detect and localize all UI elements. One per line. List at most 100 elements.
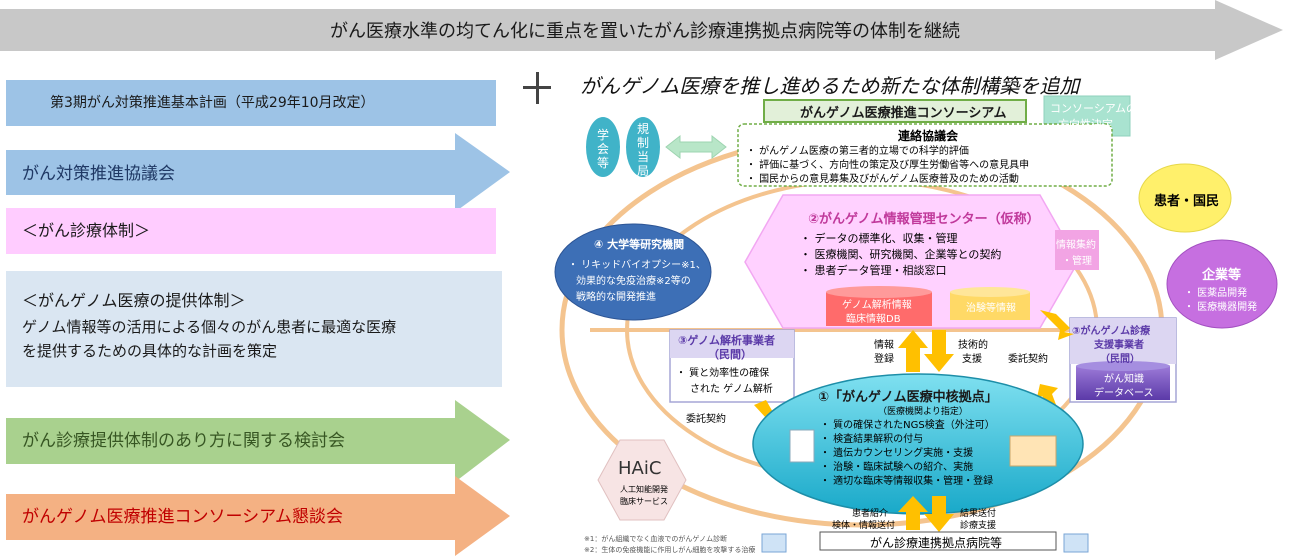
academia-char-3: 等 bbox=[597, 156, 610, 170]
regulator-circle bbox=[626, 117, 660, 177]
plus-title: がんゲノム医療を推し進めるため新たな体制構築を追加 bbox=[580, 74, 1080, 98]
hub-item-5: ・ 適切な臨床等情報収集・管理・登録 bbox=[820, 476, 994, 487]
analysis-title-2: （民間） bbox=[708, 348, 752, 361]
care-system-label: ＜がん診療体制＞ bbox=[22, 221, 151, 240]
patients-label: 患者・国民 bbox=[1154, 194, 1220, 209]
knowledge-db-cylinder bbox=[1076, 366, 1170, 400]
hub-title: ①「がんゲノム医療中核拠点」 bbox=[818, 390, 998, 405]
regulator-liaison-arrow bbox=[665, 134, 727, 160]
company-item-1: ・ 医薬品開発 bbox=[1184, 288, 1248, 299]
liaison-item-3: ・ 国民からの意見募集及びがんゲノム医療普及のための活動 bbox=[746, 174, 1019, 185]
note-2: ※2：生体の免疫機能に作用しがん細胞を攻撃する治療 bbox=[584, 546, 756, 554]
doctor-icon bbox=[789, 429, 815, 463]
info-collect-line-2: ・管理 bbox=[1062, 256, 1092, 267]
hospital-icon-right bbox=[1063, 533, 1089, 553]
university-title: ④ 大学等研究機関 bbox=[594, 238, 685, 251]
analysis-title-bg bbox=[670, 330, 794, 358]
tech-support-2: 支援 bbox=[962, 354, 982, 365]
direction-line-2: 方向性決定 bbox=[1058, 118, 1113, 131]
analysis-title-1: ③ゲノム解析事業者 bbox=[678, 334, 775, 347]
genome-plan-box bbox=[6, 271, 502, 387]
hub-item-1: ・ 質の確保されたNGS検査（外注可） bbox=[820, 420, 995, 431]
outsource-label-right: 委託契約 bbox=[1008, 354, 1048, 365]
result-2: 診療支援 bbox=[960, 521, 997, 531]
consortium-title: がんゲノム医療推進コンソーシアム bbox=[800, 106, 1007, 121]
haic-sub-1: 人工知能開発 bbox=[620, 485, 668, 494]
hospital-icon-left bbox=[761, 533, 787, 553]
academia-char-1: 学 bbox=[597, 128, 610, 142]
university-item-3: 戦略的な開発推進 bbox=[576, 292, 656, 303]
patients-circle bbox=[1138, 163, 1232, 233]
info-collect-box bbox=[1055, 230, 1099, 270]
genome-plan-body-1: ゲノム情報等の活用による個々のがん患者に最適な医療 bbox=[22, 318, 397, 336]
analysis-item-2: された ゲノム解析 bbox=[690, 384, 773, 395]
plus-sign-v bbox=[536, 72, 539, 104]
hub-item-3: ・ 遺伝カウンセリング実施・支援 bbox=[820, 448, 974, 459]
company-circle bbox=[1166, 239, 1278, 329]
regulator-char-1: 規 bbox=[637, 122, 650, 136]
regulator-char-3: 当 bbox=[637, 150, 650, 164]
council-arrow bbox=[6, 133, 510, 212]
info-reg-arrow-up bbox=[898, 330, 928, 372]
knowledge-db-line-1: がん知識 bbox=[1104, 374, 1144, 385]
db-genome-top bbox=[826, 286, 932, 298]
university-ellipse bbox=[554, 223, 712, 321]
info-reg-1: 情報 bbox=[874, 340, 894, 351]
regulator-char-4: 局 bbox=[637, 164, 650, 178]
note-1: ※1：がん組織でなく血液でのがんゲノム診断 bbox=[584, 535, 728, 543]
consortium-title-box bbox=[763, 99, 1027, 123]
analysis-item-1: ・ 質と効率性の確保 bbox=[676, 368, 770, 379]
db-trial-top bbox=[950, 287, 1030, 297]
liaison-item-2: ・ 評価に基づく、方向性の策定及び厚生労働省等への意見具申 bbox=[746, 160, 1030, 171]
knowledge-db-line-2: データベース bbox=[1094, 388, 1154, 399]
center-title: ②がんゲノム情報管理センター（仮称） bbox=[808, 212, 1040, 227]
haic-title: HAiC bbox=[618, 458, 662, 479]
db-trial-label: 治験等情報 bbox=[966, 303, 1016, 314]
diag-support-title-3: （民間） bbox=[1100, 354, 1140, 365]
hub-subtitle: （医療機関より指定） bbox=[878, 407, 968, 417]
liaison-title: 連絡協議会 bbox=[898, 129, 959, 143]
genome-plan-heading: ＜がんゲノム医療の提供体制＞ bbox=[22, 291, 246, 310]
consortium-talk-label: がんゲノム医療推進コンソーシアム懇談会 bbox=[22, 507, 343, 527]
consortium-talk-arrow bbox=[6, 476, 510, 556]
liaison-item-1: ・ がんゲノム医療の第三者的立場での科学的評価 bbox=[746, 146, 969, 157]
base-hospitals-label: がん診療連携拠点病院等 bbox=[870, 536, 1003, 550]
info-collect-line-1: 情報集約 bbox=[1056, 240, 1096, 251]
center-to-support-arrow bbox=[1040, 310, 1074, 340]
care-system-box bbox=[6, 208, 496, 254]
university-item-2: 効果的な免疫治療※2等の bbox=[576, 276, 691, 287]
center-item-2: ・ 医療機関、研究機関、企業等との契約 bbox=[800, 248, 1002, 261]
referral-arrow-up bbox=[898, 496, 928, 530]
diag-support-title-bg bbox=[1070, 318, 1176, 364]
outsource-label-left: 委託契約 bbox=[686, 414, 726, 425]
result-1: 結果送付 bbox=[960, 509, 997, 519]
company-title: 企業等 bbox=[1202, 268, 1242, 283]
referral-1: 患者紹介 bbox=[852, 509, 889, 519]
base-hospitals-box bbox=[819, 531, 1057, 551]
tech-support-1: 技術的 bbox=[958, 340, 988, 351]
db-genome-line-1: ゲノム解析情報 bbox=[842, 300, 912, 311]
academia-circle bbox=[586, 117, 620, 177]
hub-item-4: ・ 治験・臨床試験への紹介、実施 bbox=[820, 462, 974, 473]
top-banner-text: がん医療水準の均てん化に重点を置いたがん診療連携拠点病院等の体制を継続 bbox=[330, 21, 960, 42]
study-group-label: がん診療提供体制のあり方に関する検討会 bbox=[22, 431, 345, 451]
haic-sub-2: 臨床サービス bbox=[620, 497, 668, 506]
hub-item-2: ・ 検査結果解釈の付与 bbox=[820, 434, 924, 445]
knowledge-db-top bbox=[1076, 361, 1170, 371]
university-item-1: ・ リキッドバイオプシー※1、 bbox=[568, 260, 706, 271]
haic-hexagon bbox=[597, 439, 687, 521]
diag-support-title-2: 支援事業者 bbox=[1094, 340, 1144, 351]
referral-2: 検体・情報送付 bbox=[832, 521, 896, 531]
regulator-char-2: 制 bbox=[637, 136, 650, 150]
db-genome-line-2: 臨床情報DB bbox=[846, 314, 901, 325]
info-reg-2: 登録 bbox=[874, 354, 894, 365]
council-label: がん対策推進協議会 bbox=[22, 164, 175, 184]
direction-line-1: コンソーシアムの bbox=[1050, 102, 1138, 115]
tech-support-arrow-down bbox=[924, 330, 954, 372]
liaison-box bbox=[737, 123, 1113, 187]
diag-support-title-1: ③がんゲノム診療 bbox=[1072, 326, 1151, 337]
study-group-arrow bbox=[6, 400, 510, 482]
patient-group-icon bbox=[1009, 435, 1057, 467]
